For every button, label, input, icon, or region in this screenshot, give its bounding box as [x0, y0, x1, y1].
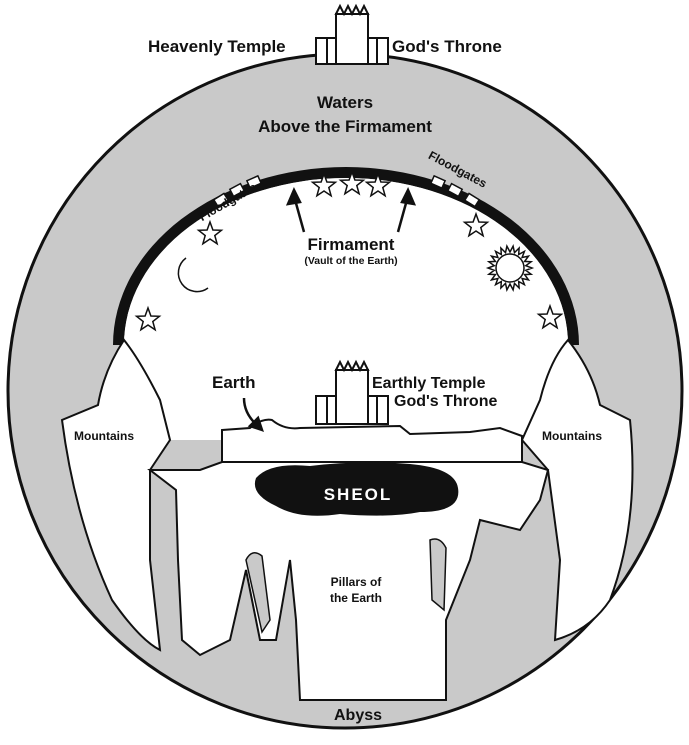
gods-throne-earth-label: God's Throne [394, 393, 497, 410]
waters-label-line2: Above the Firmament [258, 117, 432, 136]
sheol-label: SHEOL [324, 485, 393, 504]
heavenly-temple-icon [316, 6, 388, 64]
gods-throne-top-label: God's Throne [392, 37, 502, 56]
earth-label: Earth [212, 373, 255, 392]
pillars-label-line1: Pillars of [331, 575, 383, 589]
sun-disc [496, 254, 524, 282]
firmament-label: Firmament [308, 235, 395, 254]
earthly-temple-label: Earthly Temple [372, 375, 486, 392]
pillars-label-line2: the Earth [330, 591, 382, 605]
heavenly-temple-label: Heavenly Temple [148, 37, 286, 56]
mountains-right-label: Mountains [542, 429, 602, 443]
waters-label-line1: Waters [317, 93, 373, 112]
mountains-left-label: Mountains [74, 429, 134, 443]
abyss-label: Abyss [334, 707, 382, 724]
firmament-sub-label: (Vault of the Earth) [304, 255, 397, 267]
pillar-gap-2 [430, 539, 446, 610]
